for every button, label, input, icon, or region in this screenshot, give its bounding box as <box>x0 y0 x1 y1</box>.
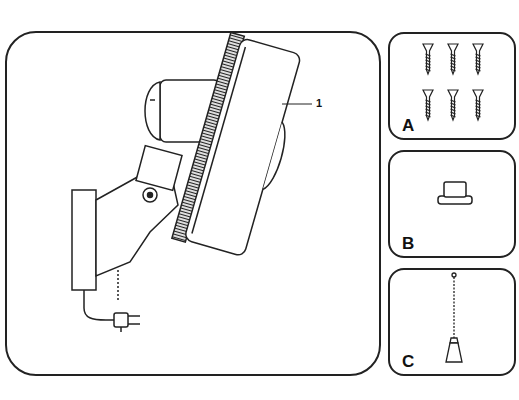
part-panel: B <box>388 150 516 258</box>
screw-thread <box>476 103 481 105</box>
heater-head <box>184 38 301 257</box>
pivot-knob <box>143 188 157 202</box>
screw-thread <box>476 100 481 102</box>
screw-thread <box>426 112 431 114</box>
pivot-bracket <box>136 146 182 191</box>
screw-thread <box>476 112 481 114</box>
cap-body <box>444 182 466 197</box>
part-panel: C <box>388 268 516 376</box>
screws <box>423 44 483 120</box>
screw-thread <box>426 57 431 59</box>
part-letter: B <box>402 235 414 252</box>
screw-thread <box>451 112 456 114</box>
prong <box>128 323 140 325</box>
screw-thread <box>426 69 431 71</box>
callout-number: 1 <box>315 98 323 109</box>
main-panel <box>6 32 380 375</box>
plug <box>114 313 128 327</box>
screw-thread <box>476 109 481 111</box>
pull-cord <box>446 273 462 362</box>
screw-thread <box>451 63 456 65</box>
screw-thread <box>476 106 481 108</box>
motor-cap <box>145 82 160 140</box>
prong <box>128 315 140 317</box>
screw <box>448 44 458 74</box>
screw-thread <box>451 115 456 117</box>
screw <box>473 90 483 120</box>
leader-line <box>282 104 312 105</box>
cord <box>453 277 454 338</box>
screw <box>423 90 433 120</box>
screw-thread <box>426 103 431 105</box>
cord <box>84 290 114 320</box>
cord-guide <box>117 270 119 300</box>
screw-thread <box>476 66 481 68</box>
screw-thread <box>451 66 456 68</box>
screw-thread <box>426 54 431 56</box>
part-letter: C <box>402 353 414 370</box>
part-panel: A <box>388 32 516 140</box>
screw-thread <box>451 54 456 56</box>
screw-thread <box>451 69 456 71</box>
cap <box>438 182 472 204</box>
vent <box>150 99 155 101</box>
prong <box>120 327 122 332</box>
heater <box>72 32 311 332</box>
screw-thread <box>476 54 481 56</box>
screw-thread <box>476 115 481 117</box>
screw-thread <box>426 115 431 117</box>
screw-thread <box>426 63 431 65</box>
screw <box>448 90 458 120</box>
screw-thread <box>426 66 431 68</box>
screw-thread <box>476 57 481 59</box>
tassel <box>446 343 462 362</box>
screw <box>473 44 483 74</box>
screw-thread <box>426 100 431 102</box>
pivot-screw <box>148 193 153 198</box>
screw-thread <box>451 57 456 59</box>
screw <box>423 44 433 74</box>
head-edge <box>192 47 245 233</box>
cord-loop <box>452 273 456 277</box>
screw-thread <box>451 100 456 102</box>
screw-thread <box>476 69 481 71</box>
part-letter: A <box>402 117 414 134</box>
screw-thread <box>476 60 481 62</box>
wall-plate <box>72 190 96 290</box>
screw-thread <box>451 109 456 111</box>
screw-thread <box>426 60 431 62</box>
screw-thread <box>451 106 456 108</box>
tassel-knot <box>450 338 458 343</box>
screw-thread <box>476 63 481 65</box>
rear-boss <box>263 122 291 192</box>
screw-thread <box>451 60 456 62</box>
screw-thread <box>426 109 431 111</box>
screw-thread <box>451 103 456 105</box>
screw-thread <box>426 106 431 108</box>
